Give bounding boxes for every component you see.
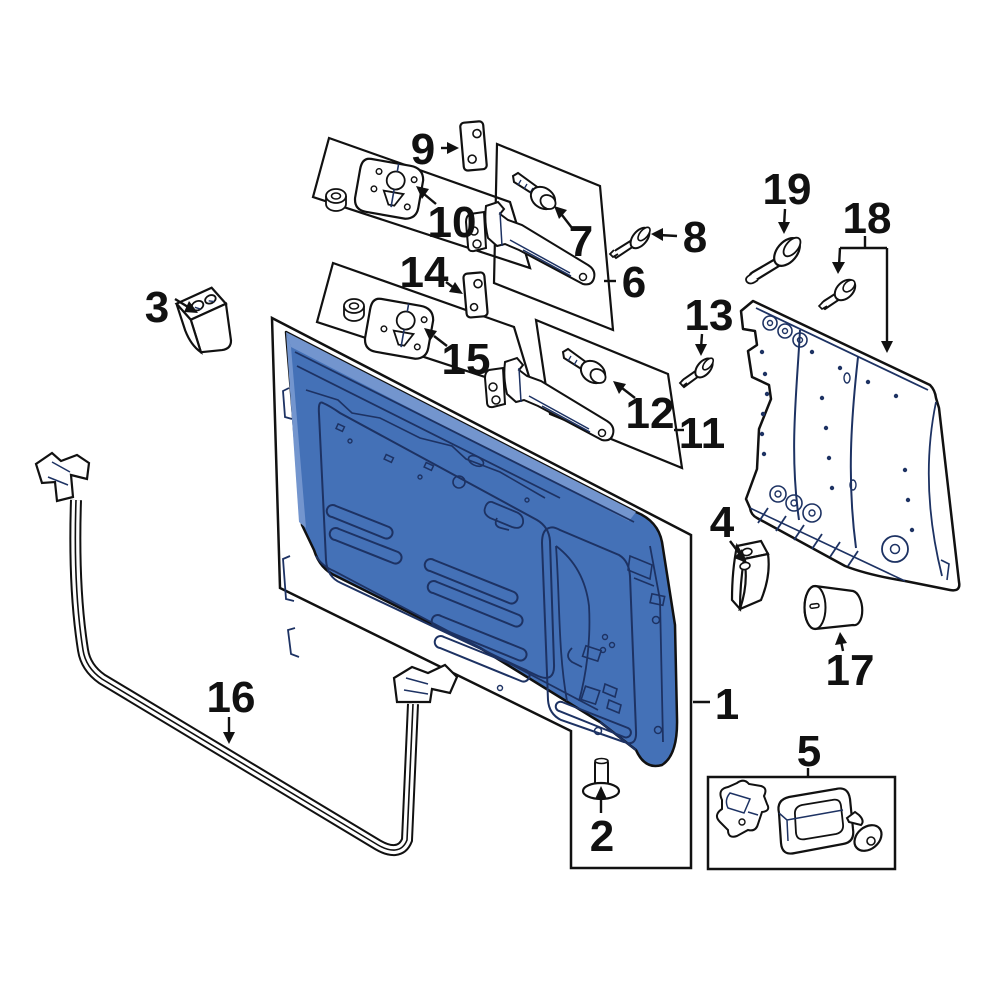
check-strap-11 (483, 356, 615, 442)
callout-12-label: 12 (626, 389, 675, 438)
callout-13: 13 (685, 291, 734, 356)
bolt-7 (511, 171, 557, 211)
callout-16-label: 16 (207, 673, 256, 722)
callout-12: 12 (613, 381, 674, 438)
callout-18-label: 18 (843, 194, 892, 243)
hinge-15 (363, 297, 435, 360)
callout-8-label: 8 (683, 213, 707, 262)
callout-10-label: 10 (428, 198, 477, 247)
callout-5-label: 5 (797, 727, 821, 776)
callout-2-label: 2 (590, 812, 614, 861)
callout-16: 16 (207, 673, 256, 744)
callout-14-label: 14 (400, 248, 449, 297)
clip-18 (817, 278, 857, 311)
plate-14 (462, 271, 489, 319)
pin-8 (608, 226, 651, 260)
tailgate-panel (282, 330, 679, 768)
hinge-box-lower (315, 261, 536, 395)
tailgate-panel-body (284, 330, 679, 768)
callout-18: 18 (832, 194, 893, 353)
callout-11: 11 (674, 409, 725, 458)
callout-4-label: 4 (710, 498, 735, 547)
callout-3: 3 (145, 283, 198, 332)
weatherstrip-16 (34, 451, 459, 856)
bolt-5c (845, 810, 883, 852)
block-3 (174, 286, 233, 355)
callout-6: 6 (604, 258, 646, 307)
bracket-4 (730, 539, 770, 612)
callout-17-label: 17 (826, 646, 875, 695)
screw-13 (678, 357, 715, 389)
bumper-17 (803, 584, 864, 631)
plate-9 (459, 120, 488, 172)
check-strap-6 (464, 200, 596, 286)
callout-17: 17 (826, 632, 875, 695)
callout-7: 7 (554, 206, 593, 266)
clip-2 (581, 757, 621, 801)
latch-5a (716, 779, 770, 838)
callout-1: 1 (693, 680, 739, 729)
hinge-nut-upper (325, 188, 347, 212)
callout-19: 19 (763, 165, 812, 234)
bolt-12 (561, 347, 607, 385)
callout-10: 10 (416, 186, 476, 247)
callout-14: 14 (400, 248, 463, 297)
latch-box-5 (706, 775, 897, 871)
main-frame-box (270, 315, 693, 870)
striker-5b (777, 787, 855, 855)
callout-4: 4 (710, 498, 747, 563)
callout-2: 2 (590, 786, 614, 861)
callout-9-label: 9 (411, 125, 435, 174)
callout-9: 9 (411, 125, 459, 174)
checkstrap-box-upper (464, 142, 615, 332)
callout-8: 8 (651, 213, 707, 262)
callout-19-label: 19 (763, 165, 812, 214)
hinge-box-upper (311, 136, 532, 270)
quarter-panel (739, 299, 961, 592)
callout-7-label: 7 (569, 217, 593, 266)
callout-1-label: 1 (715, 680, 739, 729)
callout-6-label: 6 (622, 258, 646, 307)
hinge-10 (353, 157, 425, 220)
callout-3-label: 3 (145, 283, 169, 332)
pin-19 (745, 236, 802, 285)
callout-15-label: 15 (442, 335, 491, 384)
checkstrap-box-lower (483, 318, 684, 470)
hinge-nut-lower (343, 298, 365, 322)
callout-5: 5 (797, 727, 821, 777)
callout-15: 15 (424, 328, 490, 384)
callout-13-label: 13 (685, 291, 734, 340)
callout-11-label: 11 (679, 409, 726, 458)
